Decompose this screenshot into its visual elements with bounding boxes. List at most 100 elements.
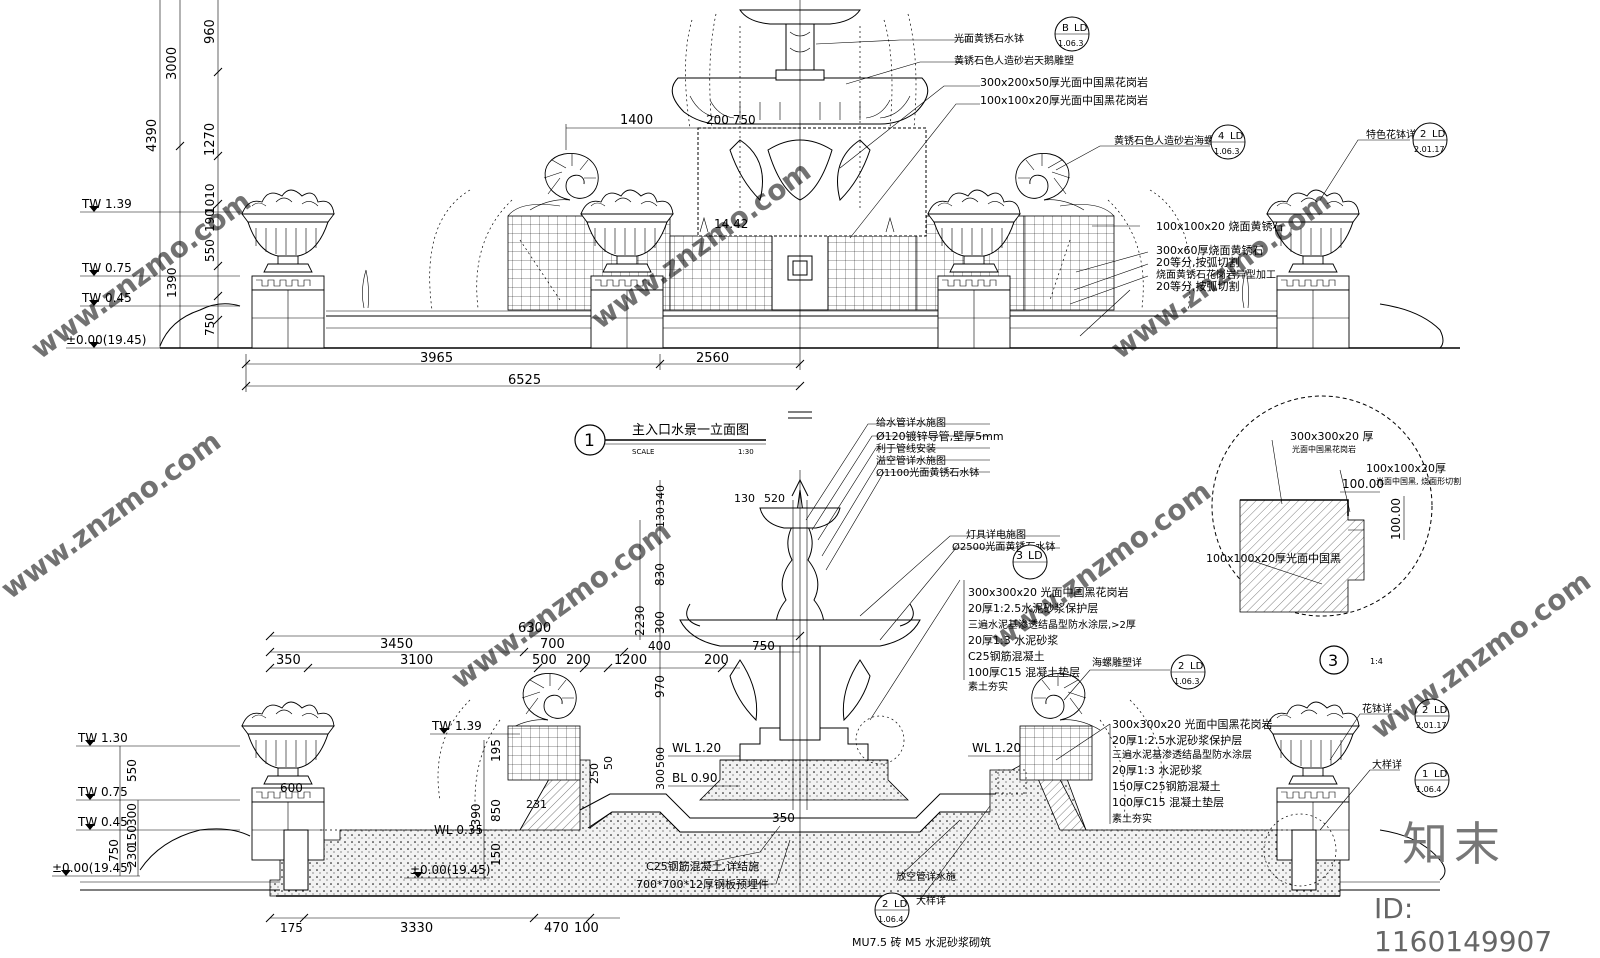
ref-4-bot: 1.06.3 — [1214, 147, 1239, 156]
mid-dim-150: 150 — [489, 843, 503, 866]
ref-2b-top: 2 — [1178, 661, 1184, 672]
ref-2-mid: LD — [1432, 129, 1446, 140]
spec-r-1: 300x300x20 光面中国黑花岗岩 — [1112, 717, 1273, 731]
dim-550: 550 — [203, 239, 217, 262]
spec-c-4: 20厚1:3 水泥砂浆 — [968, 633, 1058, 647]
spec-c-2: 20厚1:2.5水泥砂浆保护层 — [968, 601, 1098, 615]
detail-dim-h: 100.00 — [1342, 477, 1384, 491]
sec-level-wl120b: WL 1.20 — [972, 741, 1021, 755]
bottom-dim-3330: 3330 — [400, 921, 433, 936]
spec-c-3: 三遍水泥基渗透结晶型防水涂层,>2厚 — [968, 618, 1136, 631]
watermark-7: www.znzmo.com — [1365, 564, 1597, 745]
dim-830: 830 — [653, 563, 667, 586]
dim-3965: 3965 — [420, 351, 453, 366]
label-shell: 黄锈石色人造砂岩海螺雕塑 — [1114, 134, 1234, 147]
dim-1200: 1200 — [614, 653, 647, 668]
dim-190: 190 — [203, 209, 217, 232]
label-c25-bottom: C25钢筋混凝土,详结施 — [646, 859, 759, 873]
dim-200b: 200 — [704, 653, 729, 668]
dim-3000: 3000 — [165, 47, 180, 80]
dim-4390: 4390 — [145, 119, 160, 152]
spec-r-3: 三遍水泥基渗透结晶型防水涂层 — [1112, 748, 1252, 761]
dim-2230: 2230 — [633, 605, 647, 636]
detail-label-2: 光面中国黑花岗岩 — [1292, 444, 1356, 454]
spec-c-6: 100厚C15 混凝土垫层 — [968, 665, 1080, 679]
dim-340: 340 — [654, 485, 667, 506]
dim-500b: 500 — [654, 747, 667, 768]
sec-level-tw045: TW 0.45 — [77, 815, 128, 829]
title-1-scale: 1:30 — [738, 448, 754, 456]
dim-3450: 3450 — [380, 637, 413, 652]
ref-3-top: 3 — [1016, 549, 1023, 562]
left-dim-150: 150 — [125, 825, 139, 848]
section-dimensions: 6300 3450 700 350 3100 500 200 1200 200 … — [265, 480, 840, 825]
ref-2c-mid: LD — [1434, 705, 1448, 716]
dim-1270: 1270 — [203, 123, 218, 156]
left-dim-230: 230 — [125, 845, 139, 868]
level-1442: 14.42 — [714, 217, 748, 231]
detail-label-3: 100x100x20厚 — [1366, 462, 1446, 475]
dim-350: 350 — [276, 653, 301, 668]
ref-1-mid: LD — [1434, 769, 1448, 780]
dim-750b: 750 — [752, 639, 775, 653]
ref-3-mid: LD — [1028, 549, 1043, 562]
ref-b-mid: LD — [1074, 23, 1088, 34]
ref-4-mid: LD — [1230, 131, 1244, 142]
dim-6300: 6300 — [518, 621, 551, 636]
title-1-scale-label: SCALE — [632, 448, 654, 456]
dim-300b: 300 — [654, 769, 667, 790]
bottom-dim-175: 175 — [280, 921, 303, 935]
dim-1010: 1010 — [203, 183, 217, 214]
dim-400: 400 — [648, 639, 671, 653]
dim-200a: 200 — [566, 653, 591, 668]
label-cut-20: 20等分,按弧切割 — [1156, 255, 1240, 269]
mid-dim-250: 250 — [588, 763, 601, 784]
label-lamp: 灯具详电施图 — [966, 528, 1026, 541]
ref-2c-top: 2 — [1422, 705, 1428, 716]
detail-3: 300x300x20 厚 光面中国黑花岗岩 100x100x20厚 光面中国黑,… — [1206, 395, 1461, 675]
sec-level-wl035: WL 0.35 — [434, 823, 483, 837]
ref-2-bot: 2.01.17 — [1414, 145, 1445, 154]
sec-level-zero-mid: ±0.00(19.45) — [410, 863, 491, 877]
label-granite-300: 300x200x50厚光面中国黑花岗岩 — [980, 75, 1148, 89]
ref-b-bot: 1.06.3 — [1058, 39, 1083, 48]
level-tw139: TW 1.39 — [81, 197, 132, 211]
dim-500: 500 — [532, 653, 557, 668]
detail-label-5: 100x100x20厚光面中国黑 — [1206, 551, 1341, 565]
dim-130b: 130 — [654, 507, 667, 528]
label-drain: 放空管详水施 — [896, 870, 956, 883]
spec-r-2: 20厚1:2.5水泥砂浆保护层 — [1112, 733, 1242, 747]
label-pipe-install: 利于管线安装 — [876, 442, 936, 455]
left-dim-750: 750 — [107, 839, 121, 862]
mid-dim-50: 50 — [602, 756, 615, 770]
label-special-shape: 烧面黄锈石花岗岩异型加工 — [1156, 268, 1276, 281]
level-tw045: TW 0.45 — [81, 291, 132, 305]
level-zero: ±0.00(19.45) — [66, 333, 147, 347]
label-water-supply: 给水管详水施图 — [876, 416, 946, 429]
label-steel-plate: 700*700*12厚钢板预埋件 — [636, 877, 769, 891]
dim-2560: 2560 — [696, 351, 729, 366]
label-overflow: 溢空管详水施图 — [876, 454, 946, 467]
title-1-number: 1 — [584, 431, 595, 451]
spec-r-6: 100厚C15 混凝土垫层 — [1112, 795, 1224, 809]
spec-c-5: C25钢筋混凝土 — [968, 649, 1045, 663]
detail-label-1: 300x300x20 厚 — [1290, 430, 1374, 443]
elevation-annotations: 光面黄锈石水钵 黄锈石色人造砂岩天鹅雕塑 300x200x50厚光面中国黑花岗岩… — [815, 16, 1448, 337]
spec-c-1: 300x300x20 光面中国黑花岗岩 — [968, 585, 1129, 599]
ref-1-bot: 1.06.4 — [1416, 785, 1441, 794]
label-pipe: Ø120镀锌导管,壁厚5mm — [876, 429, 1004, 443]
ref-2c-bot: 2.01.17 — [1416, 721, 1447, 730]
dim-970: 970 — [653, 675, 667, 698]
ref-b-top: B — [1062, 23, 1069, 34]
ref-2d-top: 2 — [882, 899, 888, 910]
detail-dim-v: 100.00 — [1389, 498, 1403, 540]
dim-3100: 3100 — [400, 653, 433, 668]
label-brick: MU7.5 砖 M5 水泥砂浆砌筑 — [852, 935, 991, 949]
ref-2b-bot: 1.06.3 — [1174, 677, 1199, 686]
section-annotations: 给水管详水施图 Ø120镀锌导管,壁厚5mm 利于管线安装 溢空管详水施图 Ø1… — [265, 416, 1450, 949]
dim-960: 960 — [203, 19, 218, 44]
image-id-label: ID: 1160149907 — [1374, 892, 1553, 958]
dim-130a: 130 — [734, 492, 755, 505]
dim-6525: 6525 — [508, 373, 541, 388]
